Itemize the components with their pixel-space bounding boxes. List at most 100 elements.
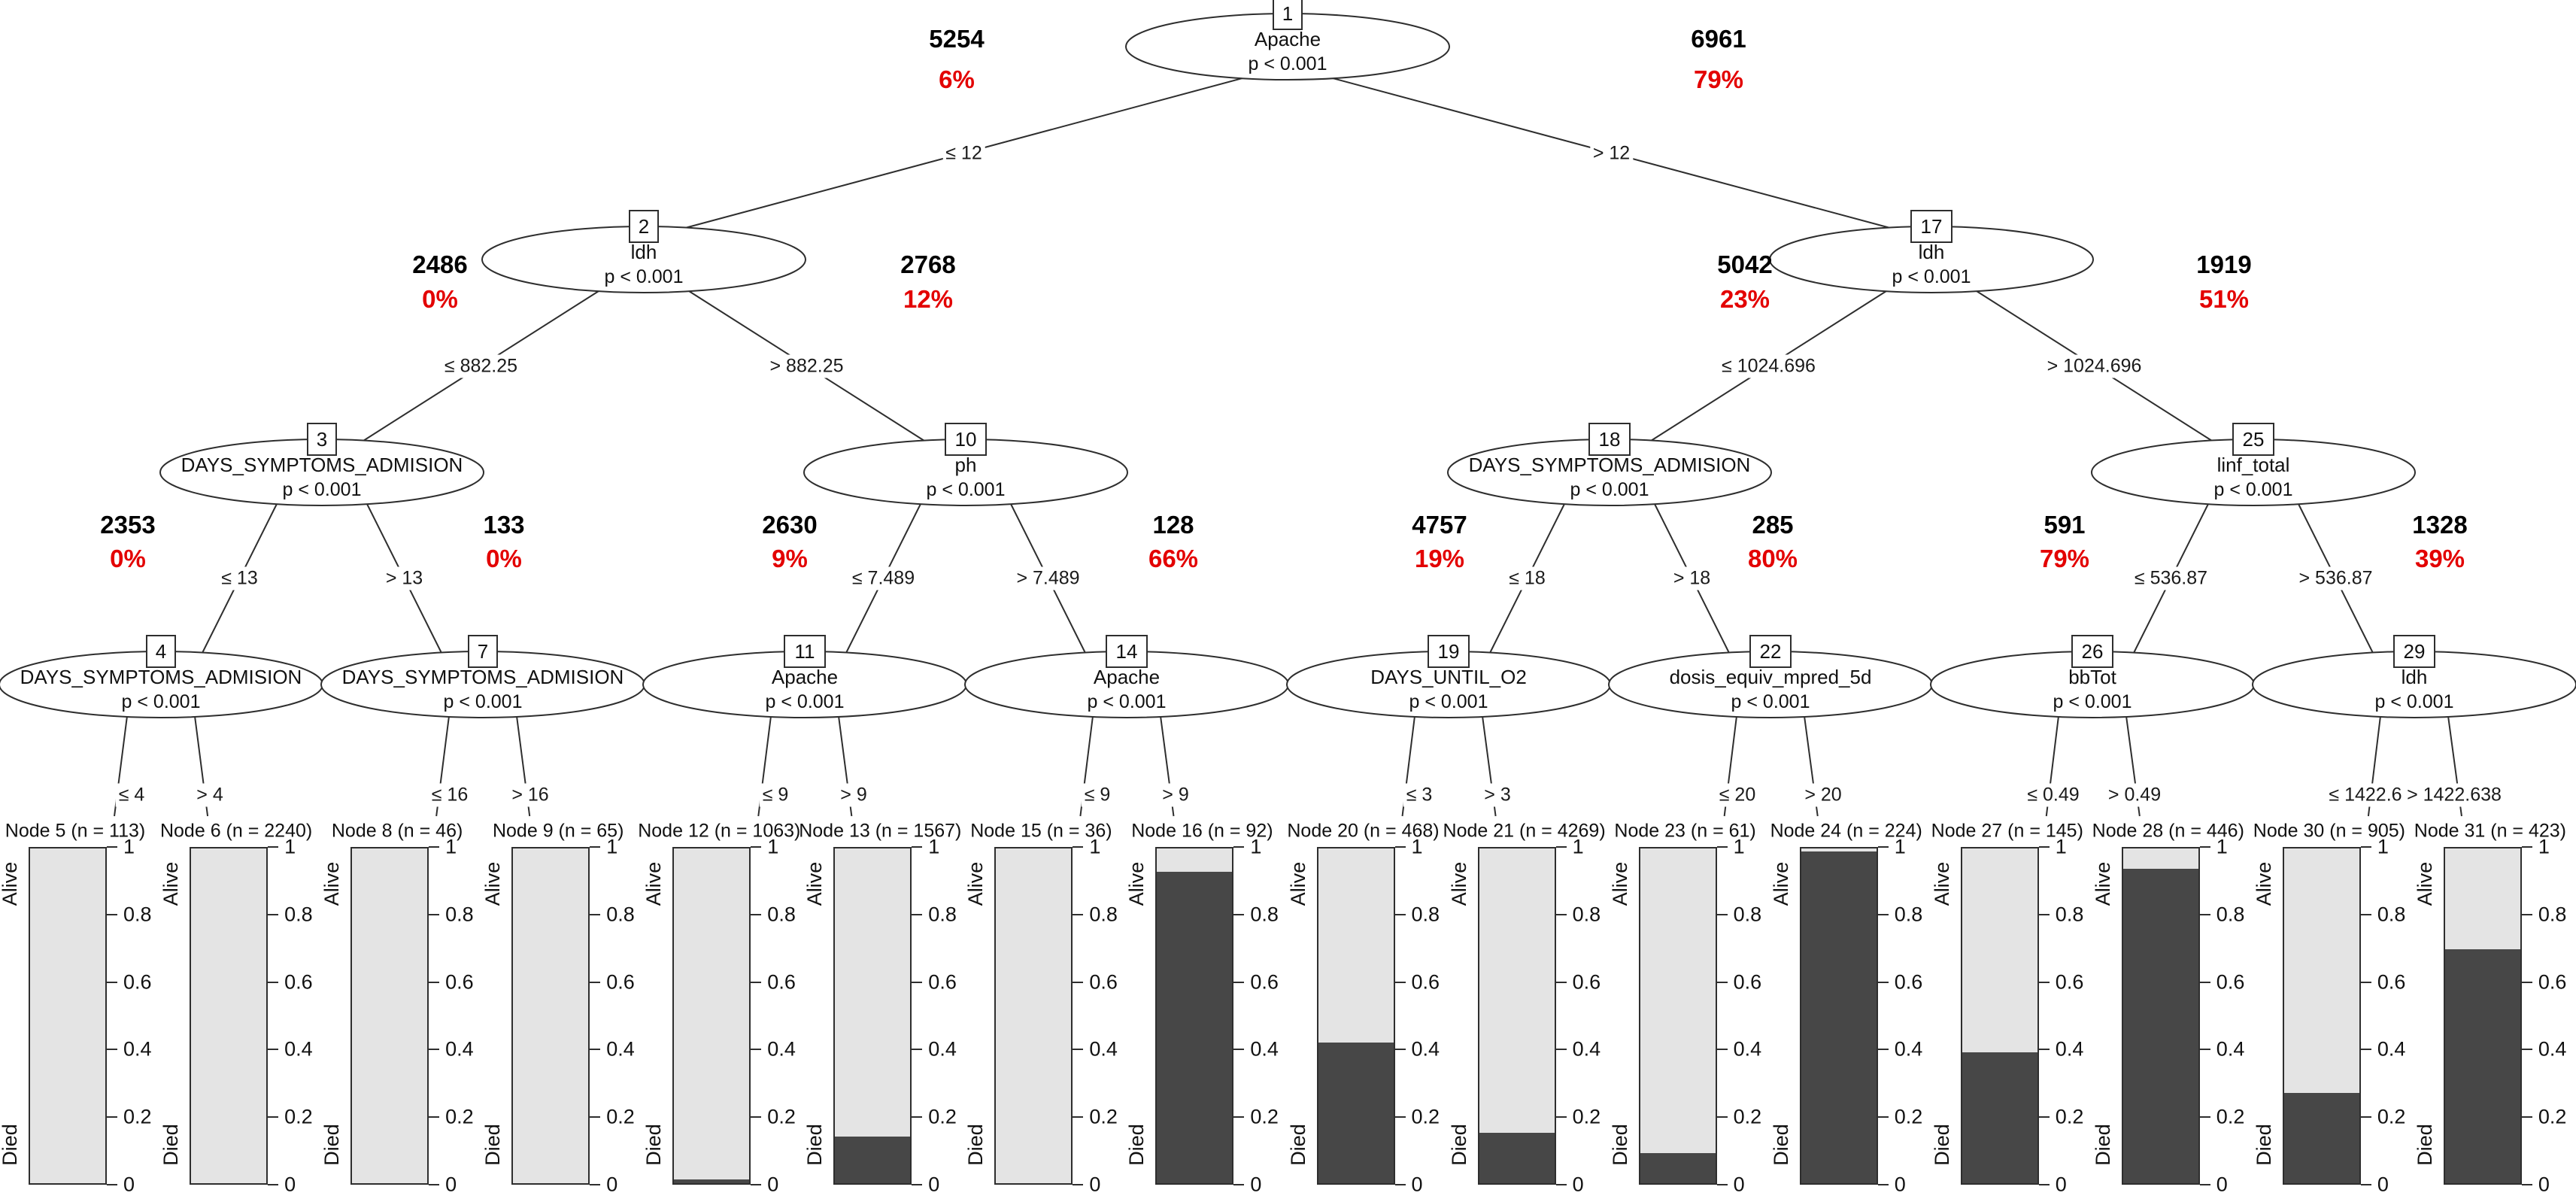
axis-tick-label: 0.6 [1250, 970, 1279, 994]
node-id-badge: 10 [945, 423, 987, 456]
branch-count-label: 2486 [412, 250, 468, 278]
axis-tick [751, 981, 762, 983]
axis-tick-label: 0.8 [2377, 903, 2406, 926]
axis-tick [268, 1184, 279, 1185]
mortality-bar [1316, 847, 1395, 1185]
edge-split-label: ≤ 16 [428, 783, 472, 807]
edge-split-label: > 9 [837, 783, 870, 807]
terminal-panel-title: Node 20 (n = 468) [1287, 820, 1440, 842]
terminal-panel-title: Node 15 (n = 36) [970, 820, 1112, 842]
axis-tick [590, 981, 601, 983]
axis-tick [268, 846, 279, 848]
axis-tick-label: 0.8 [2055, 903, 2084, 926]
node-p-value: p < 0.001 [2374, 691, 2454, 712]
axis-tick-label: 0.6 [2216, 970, 2245, 994]
node-variable: ldh [2401, 666, 2428, 688]
tree-node-label: ldh p < 0.001 [2249, 665, 2576, 715]
branch-count-label: 2353 [100, 511, 156, 539]
died-axis-label: Died [2091, 1124, 2114, 1166]
axis-tick-label: 0.2 [1894, 1105, 1923, 1128]
alive-axis-label: Alive [1125, 861, 1148, 906]
axis-tick-label: 0.2 [445, 1105, 474, 1128]
axis-tick [1394, 1049, 1406, 1051]
axis-tick [1233, 1116, 1245, 1119]
axis-tick-label: 0.6 [1572, 970, 1601, 994]
axis-tick [590, 1049, 601, 1051]
axis-tick-label: 0.4 [2377, 1037, 2406, 1061]
died-axis-label: Died [2413, 1124, 2436, 1166]
alive-axis-label: Alive [159, 861, 183, 906]
terminal-panel-title: Node 28 (n = 446) [2092, 820, 2244, 842]
axis-tick [1073, 981, 1084, 983]
died-axis-label: Died [481, 1124, 505, 1166]
died-segment [1318, 1043, 1394, 1183]
node-variable: linf_total [2216, 454, 2290, 476]
died-segment [2283, 1092, 2359, 1183]
axis-tick-label: 0.8 [2216, 903, 2245, 926]
edge-split-label: > 3 [1481, 783, 1514, 807]
axis-tick-label: 0.2 [2216, 1105, 2245, 1128]
axis-tick-label: 0.6 [2377, 970, 2406, 994]
axis-tick-label: 0 [1894, 1173, 1906, 1196]
died-axis-label: Died [803, 1124, 827, 1166]
died-axis-label: Died [0, 1124, 21, 1166]
axis-tick-label: 0 [284, 1173, 296, 1196]
axis-tick [2199, 981, 2210, 983]
died-axis-label: Died [320, 1124, 344, 1166]
axis-tick-label: 0.8 [123, 903, 152, 926]
edge-split-label: > 9 [1159, 783, 1192, 807]
axis-tick-label: 0.6 [1411, 970, 1440, 994]
edge-split-label: ≤ 9 [759, 783, 792, 807]
axis-tick-label: 0.6 [284, 970, 313, 994]
mortality-bar [29, 847, 107, 1185]
branch-percent-label: 80% [1747, 545, 1798, 572]
edge-split-label: ≤ 18 [1506, 566, 1549, 590]
edge-split-label: > 1422.638 [2404, 783, 2505, 807]
edge-split-label: ≤ 1422.6 [2326, 783, 2405, 807]
axis-tick-label: 1 [2055, 835, 2067, 858]
axis-tick [590, 913, 601, 915]
axis-tick [1555, 1049, 1567, 1051]
died-segment [2122, 868, 2198, 1183]
axis-tick [2521, 846, 2532, 848]
alive-axis-label: Alive [642, 861, 666, 906]
terminal-panel-title: Node 9 (n = 65) [492, 820, 624, 842]
died-segment [674, 1179, 750, 1183]
axis-tick [1877, 913, 1889, 915]
died-axis-label: Died [964, 1124, 988, 1166]
alive-axis-label: Alive [1286, 861, 1309, 906]
axis-tick-label: 0.6 [928, 970, 957, 994]
axis-tick [268, 1116, 279, 1119]
node-variable: bbTot [2068, 666, 2116, 688]
branch-count-label: 4757 [1412, 511, 1467, 539]
died-segment [1640, 1153, 1716, 1183]
died-segment [1157, 872, 1233, 1183]
axis-tick-label: 0.4 [284, 1037, 313, 1061]
edge-split-label: ≤ 536.87 [2131, 566, 2211, 590]
axis-tick-label: 0.4 [2538, 1037, 2567, 1061]
node-id-badge: 18 [1588, 423, 1631, 456]
axis-tick [1233, 913, 1245, 915]
axis-tick [912, 1184, 923, 1185]
mortality-bar [1638, 847, 1717, 1185]
axis-tick-label: 1 [1089, 835, 1101, 858]
axis-tick-label: 0.8 [284, 903, 313, 926]
axis-tick [1716, 846, 1728, 848]
axis-tick [751, 846, 762, 848]
axis-tick-label: 1 [284, 835, 296, 858]
terminal-panel-title: Node 8 (n = 46) [331, 820, 463, 842]
edge-split-label: ≤ 4 [115, 783, 148, 807]
